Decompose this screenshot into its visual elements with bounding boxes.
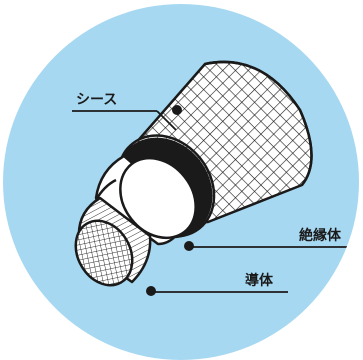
leader-conductor [146, 286, 288, 296]
sheath-marker-dot [172, 105, 182, 115]
conductor-strands [74, 196, 152, 287]
label-insulator: 絶縁体 [299, 227, 342, 244]
label-sheath: シース [76, 92, 117, 108]
conductor-marker-dot [146, 286, 156, 296]
insulator-layer [94, 137, 213, 246]
insulator-marker-dot [184, 241, 194, 251]
label-conductor: 導体 [245, 272, 274, 289]
leader-insulator [184, 241, 350, 251]
leader-sheath [72, 105, 182, 131]
